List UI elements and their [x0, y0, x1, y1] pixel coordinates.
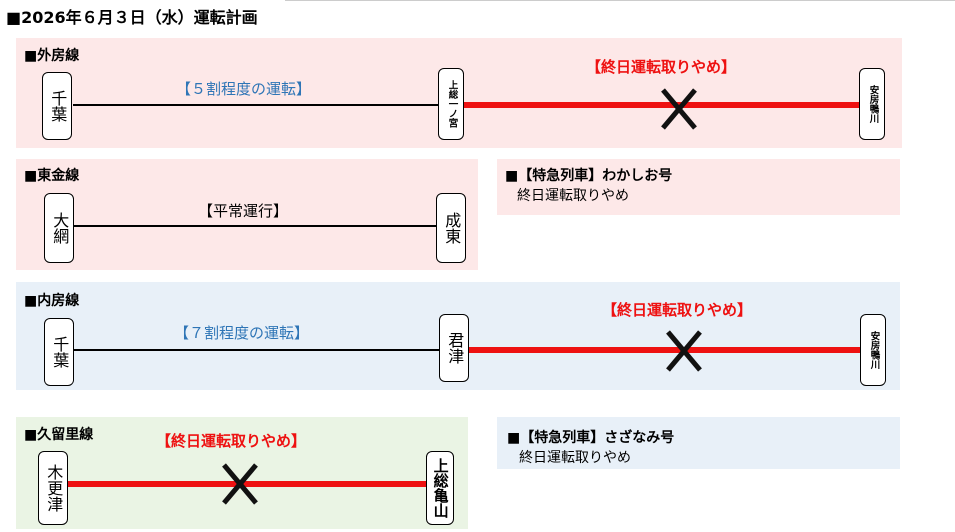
wakashio-detail: 終日運転取りやめ — [517, 188, 629, 204]
togane-line-panel: ■東金線 大網 成東 【平常運行】 — [16, 159, 478, 270]
wakashio-heading: ■【特急列車】わかしお号 — [505, 168, 673, 184]
sazanami-detail: 終日運転取りやめ — [519, 450, 631, 466]
togane-line-label: ■東金線 — [24, 168, 80, 184]
sazanami-panel: ■【特急列車】さざなみ号 終日運転取りやめ — [497, 417, 900, 469]
wakashio-panel: ■【特急列車】わかしお号 終日運転取りやめ — [497, 159, 900, 215]
station-kimitsu: 君津 — [439, 314, 469, 382]
station-kazusa-ichinomiya: 上総一ノ宮 — [438, 68, 464, 140]
station-chiba: 千葉 — [42, 72, 72, 140]
sotobo-normal-segment — [73, 104, 438, 106]
suspended-x-icon — [661, 88, 697, 130]
station-awa-kamogawa-uchibo: 安房鴨川 — [860, 314, 886, 386]
suspended-x-icon — [666, 330, 702, 372]
uchibo-partial-service: 【７割程度の運転】 — [174, 324, 310, 342]
header-divider — [285, 0, 955, 1]
kururi-line-label: ■久留里線 — [24, 427, 94, 443]
station-awa-kamogawa: 安房鴨川 — [859, 68, 885, 140]
kururi-suspension-notice: 【終日運転取りやめ】 — [156, 432, 307, 450]
uchibo-normal-segment — [73, 349, 441, 351]
sazanami-heading: ■【特急列車】さざなみ号 — [507, 430, 675, 446]
station-kazusa-kameyama: 上総亀山 — [426, 451, 454, 525]
station-oami: 大網 — [44, 193, 74, 263]
uchibo-suspended-segment — [468, 347, 861, 353]
kururi-line-panel: ■久留里線 木更津 上総亀山 【終日運転取りやめ】 — [16, 417, 468, 529]
sotobo-suspended-segment — [464, 102, 859, 108]
suspended-x-icon — [222, 463, 258, 505]
page-title: ■2026年６月３日（水）運転計画 — [6, 8, 258, 27]
station-naruto: 成東 — [436, 193, 466, 263]
station-chiba-uchibo: 千葉 — [44, 318, 74, 386]
sotobo-line-panel: ■外房線 千葉 上総一ノ宮 安房鴨川 【５割程度の運転】 【終日運転取りやめ】 — [16, 38, 902, 148]
togane-normal-segment — [73, 225, 438, 227]
sotobo-suspension-notice: 【終日運転取りやめ】 — [586, 58, 737, 76]
uchibo-line-label: ■内房線 — [24, 293, 80, 309]
uchibo-line-panel: ■内房線 千葉 君津 安房鴨川 【７割程度の運転】 【終日運転取りやめ】 — [16, 282, 900, 390]
kururi-suspended-segment — [68, 481, 428, 487]
togane-normal-service: 【平常運行】 — [198, 202, 289, 220]
station-kisarazu: 木更津 — [38, 451, 68, 525]
uchibo-suspension-notice: 【終日運転取りやめ】 — [602, 301, 753, 319]
sotobo-partial-service: 【５割程度の運転】 — [176, 80, 312, 98]
sotobo-line-label: ■外房線 — [24, 48, 80, 64]
